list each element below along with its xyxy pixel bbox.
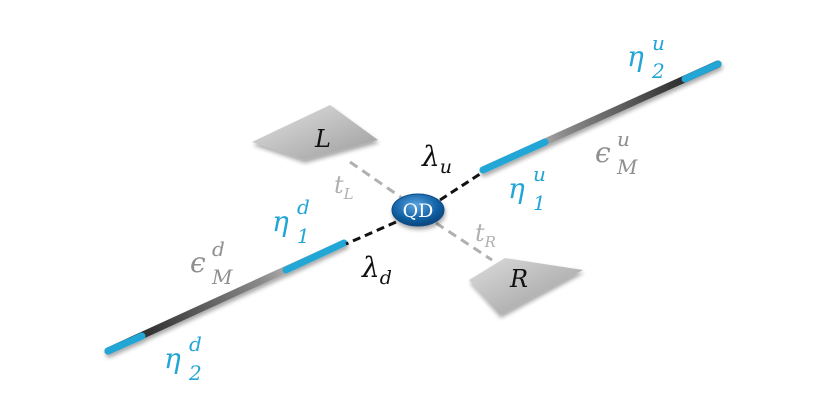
majorana-label-eta2-d: η d 2 [164, 325, 211, 385]
majorana-label-eta2-u: η u 2 [627, 24, 674, 83]
majorana-label-eta1-u: η u 1 [508, 155, 555, 215]
majorana-label-eta1-d: η d 1 [272, 188, 319, 248]
upper-nanowire [479, 60, 722, 174]
coupling-line-down [345, 220, 397, 246]
lead-label-left: L [314, 125, 331, 153]
lead-label-right: R [509, 265, 528, 293]
tunnel-line-left [349, 160, 403, 200]
tunnel-label-left: tL [334, 171, 354, 203]
right-lead [469, 258, 583, 315]
majorana-segment-eta1-u [479, 138, 549, 174]
quantum-dot: QD [391, 193, 445, 227]
lower-nanowire [104, 239, 348, 355]
coupling-label-down: λd [361, 251, 392, 289]
tunnel-line-right [435, 221, 493, 262]
bulk-label-epsM-d: ϵ d M [190, 230, 234, 289]
majorana-segment-eta2-d [104, 332, 146, 355]
coupling-line-up [439, 170, 484, 202]
majorana-segment-eta1-d [282, 239, 348, 274]
left-lead [252, 105, 378, 160]
qd-label: QD [403, 200, 434, 222]
majorana-segment-eta2-u [681, 60, 722, 83]
tunnel-label-right: tR [475, 219, 496, 251]
coupling-label-up: λu [421, 140, 452, 178]
bulk-label-epsM-u: ϵ u M [595, 120, 639, 179]
